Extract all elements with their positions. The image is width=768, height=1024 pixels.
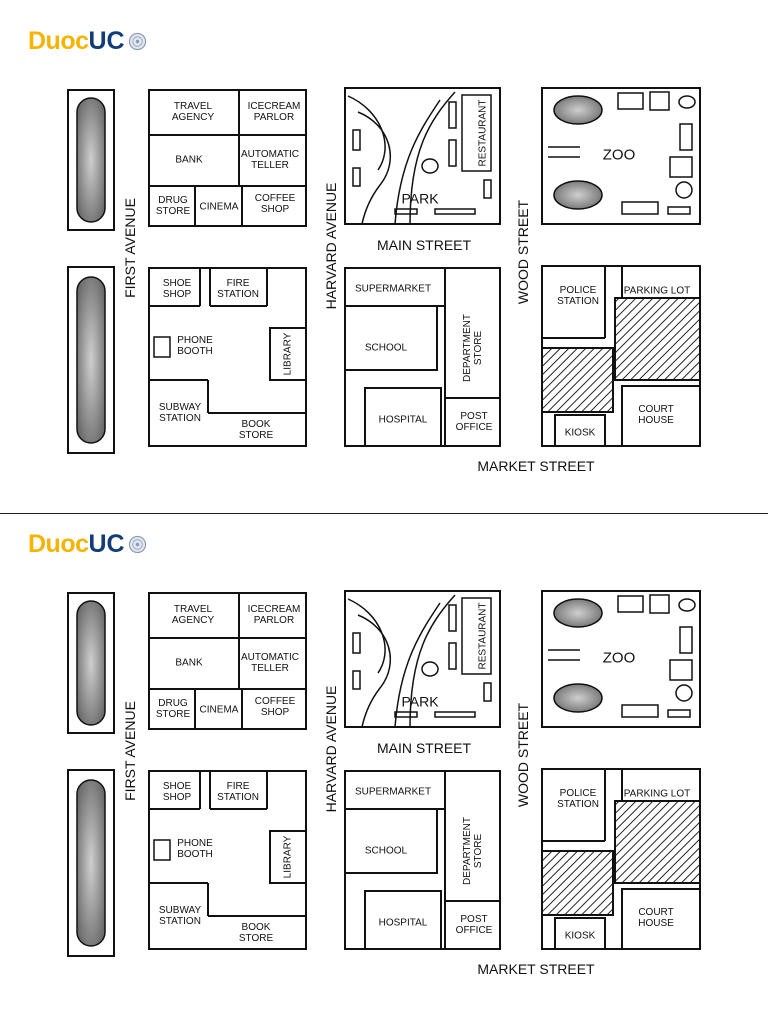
street-main-street: MAIN STREET xyxy=(376,237,472,253)
street-harvard-avenue: HARVARD AVENUE xyxy=(323,182,339,310)
city-map xyxy=(67,87,701,454)
page-divider xyxy=(0,513,768,514)
street-wood-street: WOOD STREET xyxy=(515,702,531,808)
street-first-avenue: FIRST AVENUE xyxy=(122,198,138,298)
label-parking-lot: PARKING LOT xyxy=(623,285,691,297)
label-library: LIBRARY xyxy=(282,835,294,879)
seal-icon xyxy=(128,32,146,50)
label-zoo: ZOO xyxy=(602,649,636,667)
street-main-street: MAIN STREET xyxy=(376,740,472,756)
block-zoo xyxy=(541,87,701,225)
label-bank: BANK xyxy=(175,154,203,166)
median-strip-top xyxy=(67,89,115,231)
label-parking-lot: PARKING LOT xyxy=(623,788,691,800)
label-cinema: CINEMA xyxy=(199,704,239,716)
street-harvard-avenue: HARVARD AVENUE xyxy=(323,685,339,813)
label-hospital: HOSPITAL xyxy=(378,917,428,929)
label-school: SCHOOL xyxy=(364,342,408,354)
block-park xyxy=(344,590,501,728)
block-zoo xyxy=(541,590,701,728)
median-strip-top xyxy=(67,592,115,734)
label-zoo: ZOO xyxy=(602,146,636,164)
label-kiosk: KIOSK xyxy=(564,427,596,439)
label-park: PARK xyxy=(401,693,439,710)
median-strip-bottom xyxy=(67,769,115,957)
label-hospital: HOSPITAL xyxy=(378,414,428,426)
median-strip-bottom xyxy=(67,266,115,454)
label-school: SCHOOL xyxy=(364,845,408,857)
label-supermarket: SUPERMARKET xyxy=(354,283,432,295)
label-park: PARK xyxy=(401,190,439,207)
street-first-avenue: FIRST AVENUE xyxy=(122,701,138,801)
label-supermarket: SUPERMARKET xyxy=(354,786,432,798)
label-cinema: CINEMA xyxy=(199,201,239,213)
label-restaurant: RESTAURANT xyxy=(477,99,489,167)
block-park xyxy=(344,87,501,225)
label-kiosk: KIOSK xyxy=(564,930,596,942)
block-northwest xyxy=(148,89,307,227)
street-market-street: MARKET STREET xyxy=(477,458,595,474)
street-market-street: MARKET STREET xyxy=(477,961,595,977)
label-restaurant: RESTAURANT xyxy=(477,602,489,670)
label-library: LIBRARY xyxy=(282,332,294,376)
street-wood-street: WOOD STREET xyxy=(515,199,531,305)
block-northwest xyxy=(148,592,307,730)
city-map xyxy=(67,590,701,957)
seal-icon xyxy=(128,535,146,553)
label-bank: BANK xyxy=(175,657,203,669)
